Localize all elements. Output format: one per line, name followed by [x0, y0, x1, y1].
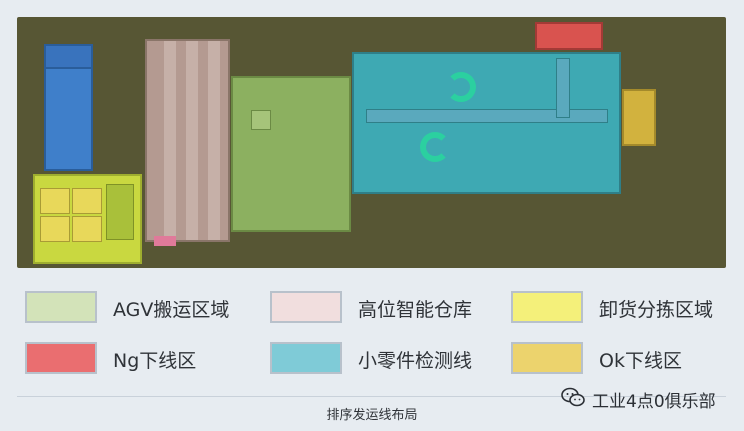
agv-handling-zone [231, 76, 351, 232]
legend-swatch [270, 342, 342, 374]
agv-station [251, 110, 271, 130]
warehouse-inbound-marker [154, 236, 176, 246]
legend-label: Ng下线区 [113, 350, 197, 372]
legend-swatch [511, 291, 583, 323]
unloading-block [40, 188, 70, 214]
legend-label: 高位智能仓库 [358, 299, 473, 321]
inspection-robot [420, 132, 450, 162]
caption-divider [17, 396, 726, 397]
unloading-rack [106, 184, 134, 240]
unloading-block [40, 216, 70, 242]
small-parts-inspection-line [352, 52, 621, 194]
legend-swatch [25, 342, 97, 374]
inspection-robot [446, 72, 476, 102]
figure-caption: 排序发运线布局 [326, 408, 418, 423]
legend-label: 小零件检测线 [358, 350, 473, 372]
ok-offline-zone [622, 89, 656, 146]
warehouse-aisle [208, 41, 220, 240]
inspection-conveyor [366, 109, 608, 123]
unloading-block [72, 188, 102, 214]
warehouse-aisle [186, 41, 198, 240]
blue-storage-header [44, 44, 93, 69]
legend-swatch [270, 291, 342, 323]
legend-row: Ng下线区 小零件检测线 Ok下线区 [0, 342, 744, 378]
inspection-conveyor-vertical [556, 58, 570, 118]
watermark: 工业4点0俱乐部 [560, 384, 716, 414]
wechat-icon [560, 386, 586, 412]
warehouse-aisle [164, 41, 176, 240]
legend-swatch [25, 291, 97, 323]
unloading-block [72, 216, 102, 242]
ng-offline-zone [535, 22, 603, 50]
legend-label: AGV搬运区域 [113, 299, 230, 321]
legend-row: AGV搬运区域 高位智能仓库 卸货分拣区域 [0, 291, 744, 327]
watermark-text: 工业4点0俱乐部 [592, 391, 716, 412]
legend-label: 卸货分拣区域 [599, 299, 714, 321]
legend-swatch [511, 342, 583, 374]
legend-label: Ok下线区 [599, 350, 682, 372]
